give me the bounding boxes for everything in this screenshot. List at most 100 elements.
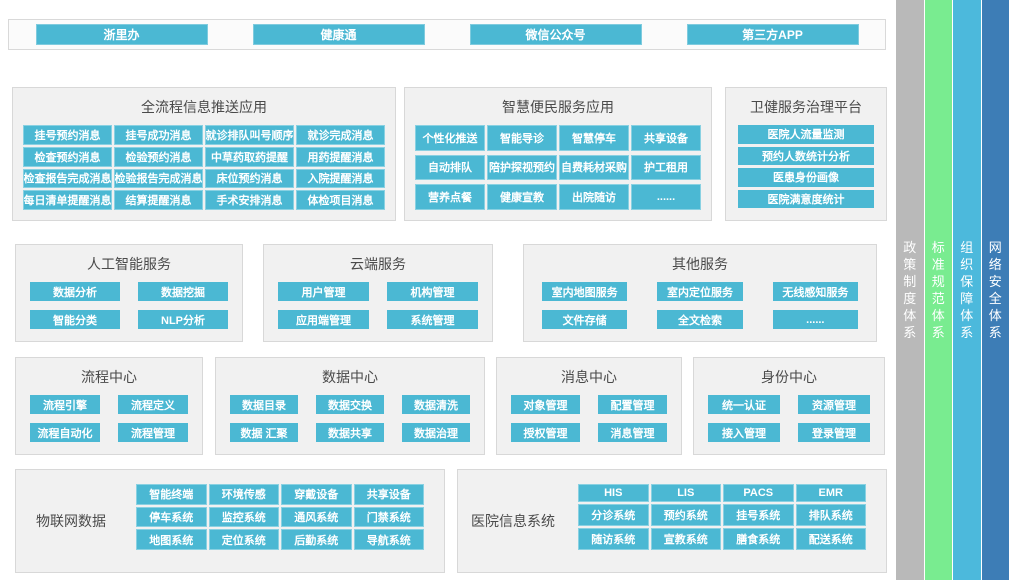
push-message-button[interactable]: 入院提醒消息: [296, 168, 385, 189]
convenient-service-button[interactable]: 出院随访: [559, 184, 629, 210]
message-center-button[interactable]: 对象管理: [511, 395, 580, 414]
process-center-button[interactable]: 流程引擎: [30, 395, 100, 414]
iot-system-button[interactable]: 后勤系统: [281, 529, 352, 550]
data-center-button[interactable]: 数据共享: [316, 423, 384, 442]
iot-system-button[interactable]: 共享设备: [353, 484, 424, 505]
cloud-service-button[interactable]: 应用端管理: [278, 310, 369, 329]
other-service-button[interactable]: 室内地图服务: [542, 282, 628, 301]
iot-system-button[interactable]: 停车系统: [136, 506, 207, 528]
data-center-button[interactable]: 数据治理: [402, 423, 470, 442]
hospital-system-button[interactable]: PACS: [723, 484, 794, 502]
push-message-button[interactable]: 手术安排消息: [205, 190, 294, 210]
channel-app-button[interactable]: 浙里办: [35, 24, 208, 45]
iot-system-button[interactable]: 监控系统: [208, 506, 279, 528]
push-message-button[interactable]: 每日清单提醒消息: [23, 190, 112, 210]
identity-center-button[interactable]: 接入管理: [708, 423, 780, 442]
data-center-button[interactable]: 数据清洗: [402, 395, 470, 414]
hospital-system-button[interactable]: LIS: [650, 484, 721, 502]
iot-system-button[interactable]: 穿戴设备: [281, 484, 352, 505]
panel-process-push: 全流程信息推送应用 挂号预约消息挂号成功消息就诊排队叫号顺序就诊完成消息检查预约…: [12, 87, 396, 221]
hospital-system-button[interactable]: 配送系统: [795, 528, 866, 550]
push-message-button[interactable]: 挂号成功消息: [114, 125, 203, 145]
convenient-service-button[interactable]: 个性化推送: [415, 125, 485, 151]
message-center-button[interactable]: 授权管理: [511, 423, 580, 442]
hospital-system-button[interactable]: 预约系统: [650, 504, 721, 526]
governance-button[interactable]: 医患身份画像: [738, 168, 874, 187]
iot-system-button[interactable]: 导航系统: [353, 529, 424, 550]
push-message-button[interactable]: 体检项目消息: [296, 190, 385, 210]
ai-service-button[interactable]: 数据分析: [30, 282, 120, 301]
hospital-system-button[interactable]: HIS: [578, 484, 649, 502]
panel-title: 消息中心: [561, 369, 617, 385]
identity-center-button[interactable]: 资源管理: [798, 395, 870, 414]
convenient-service-button[interactable]: ......: [631, 184, 701, 210]
convenient-service-button[interactable]: 共享设备: [631, 125, 701, 151]
hospital-system-button[interactable]: 膳食系统: [723, 528, 794, 550]
message-center-button[interactable]: 配置管理: [598, 395, 667, 414]
data-center-button[interactable]: 数据目录: [230, 395, 298, 414]
governance-button[interactable]: 预约人数统计分析: [738, 146, 874, 165]
push-message-button[interactable]: 检验预约消息: [114, 146, 203, 167]
hospital-system-button[interactable]: 分诊系统: [578, 504, 649, 526]
cloud-service-button[interactable]: 系统管理: [387, 310, 478, 329]
iot-system-button[interactable]: 通风系统: [281, 506, 352, 528]
hospital-system-button[interactable]: 挂号系统: [723, 504, 794, 526]
iot-system-button[interactable]: 环境传感: [208, 484, 279, 505]
convenient-service-button[interactable]: 营养点餐: [415, 184, 485, 210]
iot-system-button[interactable]: 门禁系统: [353, 506, 424, 528]
push-message-button[interactable]: 用药提醒消息: [296, 146, 385, 167]
push-message-grid: 挂号预约消息挂号成功消息就诊排队叫号顺序就诊完成消息检查预约消息检验预约消息中草…: [13, 123, 395, 220]
push-message-button[interactable]: 中草药取药提醒: [205, 146, 294, 167]
data-source-row: 物联网数据 智能终端环境传感穿戴设备共享设备停车系统监控系统通风系统门禁系统地图…: [15, 469, 893, 573]
hospital-system-button[interactable]: EMR: [795, 484, 866, 502]
push-message-button[interactable]: 检验报告完成消息: [114, 168, 203, 189]
ai-service-button[interactable]: 数据挖掘: [138, 282, 228, 301]
bar-label: 网络安全体系: [988, 240, 1002, 340]
hospital-system-button[interactable]: 排队系统: [795, 504, 866, 526]
other-service-button[interactable]: 无线感知服务: [772, 282, 858, 301]
bar-network-security-system: 网络安全体系: [981, 0, 1009, 580]
channel-app-button[interactable]: 微信公众号: [469, 24, 642, 45]
other-service-button[interactable]: 全文检索: [657, 310, 743, 329]
other-service-button[interactable]: 室内定位服务: [657, 282, 743, 301]
push-message-button[interactable]: 挂号预约消息: [23, 125, 112, 145]
push-message-button[interactable]: 就诊排队叫号顺序: [205, 125, 294, 145]
push-message-button[interactable]: 结算提醒消息: [114, 190, 203, 210]
channel-app-button[interactable]: 健康通: [252, 24, 425, 45]
ai-service-button[interactable]: NLP分析: [138, 310, 228, 329]
cloud-service-button[interactable]: 机构管理: [387, 282, 478, 301]
process-center-button[interactable]: 流程定义: [118, 395, 188, 414]
convenient-service-button[interactable]: 陪护探视预约: [487, 154, 557, 181]
governance-button[interactable]: 医院人流量监测: [738, 125, 874, 144]
convenient-service-button[interactable]: 自动排队: [415, 154, 485, 181]
governance-button[interactable]: 医院满意度统计: [738, 189, 874, 208]
data-center-button[interactable]: 数据 汇聚: [230, 423, 298, 442]
iot-system-button[interactable]: 地图系统: [136, 529, 207, 550]
iot-system-button[interactable]: 定位系统: [208, 529, 279, 550]
iot-system-button[interactable]: 智能终端: [136, 484, 207, 505]
convenient-service-button[interactable]: 健康宣教: [487, 184, 557, 210]
hospital-system-button[interactable]: 随访系统: [578, 528, 649, 550]
identity-center-button[interactable]: 登录管理: [798, 423, 870, 442]
other-service-button[interactable]: ......: [772, 310, 858, 329]
cloud-service-button[interactable]: 用户管理: [278, 282, 369, 301]
identity-center-button[interactable]: 统一认证: [708, 395, 780, 414]
data-center-button[interactable]: 数据交换: [316, 395, 384, 414]
convenient-service-button[interactable]: 护工租用: [631, 154, 701, 181]
convenient-service-button[interactable]: 自费耗材采购: [559, 154, 629, 181]
panel-other-service: 其他服务 室内地图服务室内定位服务无线感知服务文件存储全文检索......: [523, 244, 877, 342]
push-message-button[interactable]: 检查预约消息: [23, 146, 112, 167]
process-center-button[interactable]: 流程自动化: [30, 423, 100, 442]
convenient-service-button[interactable]: 智能导诊: [487, 125, 557, 151]
channel-app-button[interactable]: 第三方APP: [686, 24, 859, 45]
ai-service-button[interactable]: 智能分类: [30, 310, 120, 329]
other-service-button[interactable]: 文件存储: [542, 310, 628, 329]
convenient-service-button[interactable]: 智慧停车: [559, 125, 629, 151]
message-center-button[interactable]: 消息管理: [598, 423, 667, 442]
push-message-button[interactable]: 检查报告完成消息: [23, 168, 112, 189]
push-message-button[interactable]: 床位预约消息: [205, 168, 294, 189]
hospital-system-button[interactable]: 宣教系统: [650, 528, 721, 550]
push-message-button[interactable]: 就诊完成消息: [296, 125, 385, 145]
process-center-button[interactable]: 流程管理: [118, 423, 188, 442]
